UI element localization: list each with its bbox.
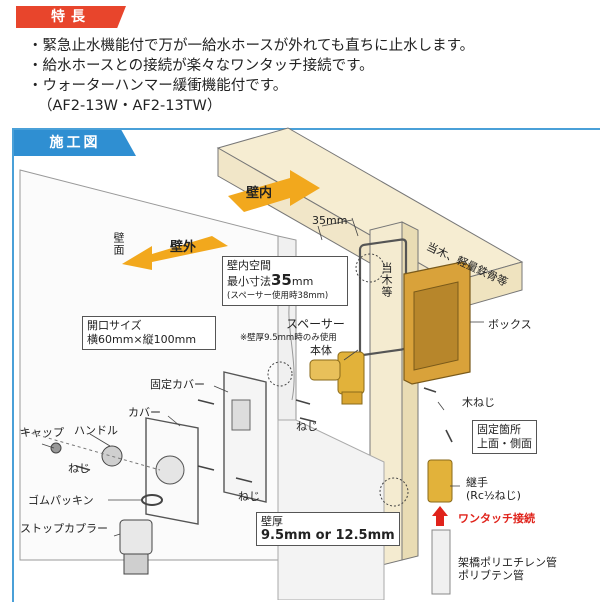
kotei-kasho-2: 上面・側面 [477, 437, 532, 450]
pipe [431, 529, 451, 595]
label-neji-3: ねじ [296, 420, 318, 433]
label-spacer: スペーサー [286, 317, 345, 331]
arrow-kabe-gai [122, 236, 228, 270]
opening-size: 横60mm×縦100mm [87, 333, 197, 346]
feature-item: ・給水ホースとの接続が楽々なワンタッチ接続です。 [28, 58, 374, 74]
label-gom: ゴムパッキン [28, 494, 94, 507]
label-kabe-gai: 壁外 [170, 240, 197, 255]
arrow-kabe-nai [228, 170, 320, 212]
label-kabe-nai: 壁内 [246, 186, 273, 201]
tsugite-1: 継手 [466, 476, 488, 489]
label-tsugite: 継手 (Rc½ねじ) [466, 476, 521, 502]
label-kabe-space: 壁内空間 最小寸法35mm (スペーサー使用時38mm) [222, 256, 348, 306]
kabe-space-note: (スペーサー使用時38mm) [227, 291, 329, 301]
fitting-spout [309, 359, 341, 381]
screws [75, 387, 453, 483]
label-one-touch: ワンタッチ接続 [458, 512, 535, 525]
cap-part [50, 442, 62, 454]
label-honntai: 本体 [310, 344, 332, 357]
label-stop: ストップカプラー [20, 522, 108, 535]
feature-list: ・緊急止水機能付で万が一給水ホースが外れても直ちに止水します。 ・給水ホースとの… [28, 36, 474, 116]
fitting-bottom [341, 391, 363, 405]
label-neji-2: ねじ [238, 490, 260, 503]
joint-part [427, 459, 453, 503]
kabe-atsu-title: 壁厚 [261, 515, 283, 528]
label-cap: キャップ [20, 426, 64, 439]
label-spacer-note: ※壁厚9.5mm時のみ使用 [240, 333, 337, 343]
label-kabe-atsu: 壁厚 9.5mm or 12.5mm [256, 512, 400, 546]
kabe-space-min-label: 最小寸法 [227, 275, 271, 288]
label-neji-1: ねじ [68, 462, 90, 475]
feature-item: ・ウォーターハンマー緩衝機能付です。 [28, 78, 288, 94]
stop-coupler-tip [123, 553, 149, 575]
fixed-cover [223, 371, 267, 503]
box-opening [413, 281, 459, 371]
detail-circle [267, 361, 293, 387]
tsugite-2: (Rc½ねじ) [466, 489, 521, 502]
one-touch-arrow [432, 506, 448, 526]
label-cover: カバー [128, 406, 161, 419]
label-kotei-kasho: 固定箇所 上面・側面 [472, 420, 537, 454]
lower-wall [277, 419, 385, 600]
opening-title: 開口サイズ [87, 319, 142, 332]
label-pipe: 架橋ポリエチレン管 ポリブテン管 [458, 556, 557, 582]
label-kotei-cover: 固定カバー [150, 378, 205, 391]
label-dim-35: 35mm [312, 214, 348, 227]
label-mokuneji: 木ねじ [462, 396, 495, 409]
panel-title: 施工図 [14, 130, 136, 156]
feature-badge: 特長 [16, 6, 126, 28]
label-kabemen: 壁面 [112, 232, 125, 256]
fitting-body [337, 351, 365, 395]
kabe-space-value: 35 [271, 271, 292, 289]
label-atogi-small: 当木等 [380, 262, 393, 298]
kabe-atsu-value: 9.5mm or 12.5mm [261, 528, 395, 543]
kabe-space-title: 壁内空間 [227, 259, 271, 272]
kotei-kasho-1: 固定箇所 [477, 423, 521, 436]
stop-coupler-body [119, 519, 153, 555]
leader-lines [41, 217, 484, 537]
kabe-space-unit: mm [291, 275, 314, 288]
label-box: ボックス [488, 318, 532, 331]
feature-item: （AF2-13W・AF2-13TW） [38, 98, 222, 114]
pipe-2: ポリブテン管 [458, 569, 524, 582]
label-handle: ハンドル [74, 424, 118, 437]
assembly-line [19, 429, 161, 471]
handle-knob [101, 445, 123, 467]
label-opening: 開口サイズ 横60mm×縦100mm [82, 316, 216, 350]
detail-circle [379, 477, 409, 507]
kabe-space-min: 最小寸法35mm [227, 273, 343, 289]
cover-hole [155, 455, 185, 485]
feature-item: ・緊急止水機能付で万が一給水ホースが外れても直ちに止水します。 [28, 38, 475, 54]
pipe-1: 架橋ポリエチレン管 [458, 556, 557, 569]
fixed-cover-slot [231, 399, 251, 431]
detail-circle [355, 253, 385, 283]
